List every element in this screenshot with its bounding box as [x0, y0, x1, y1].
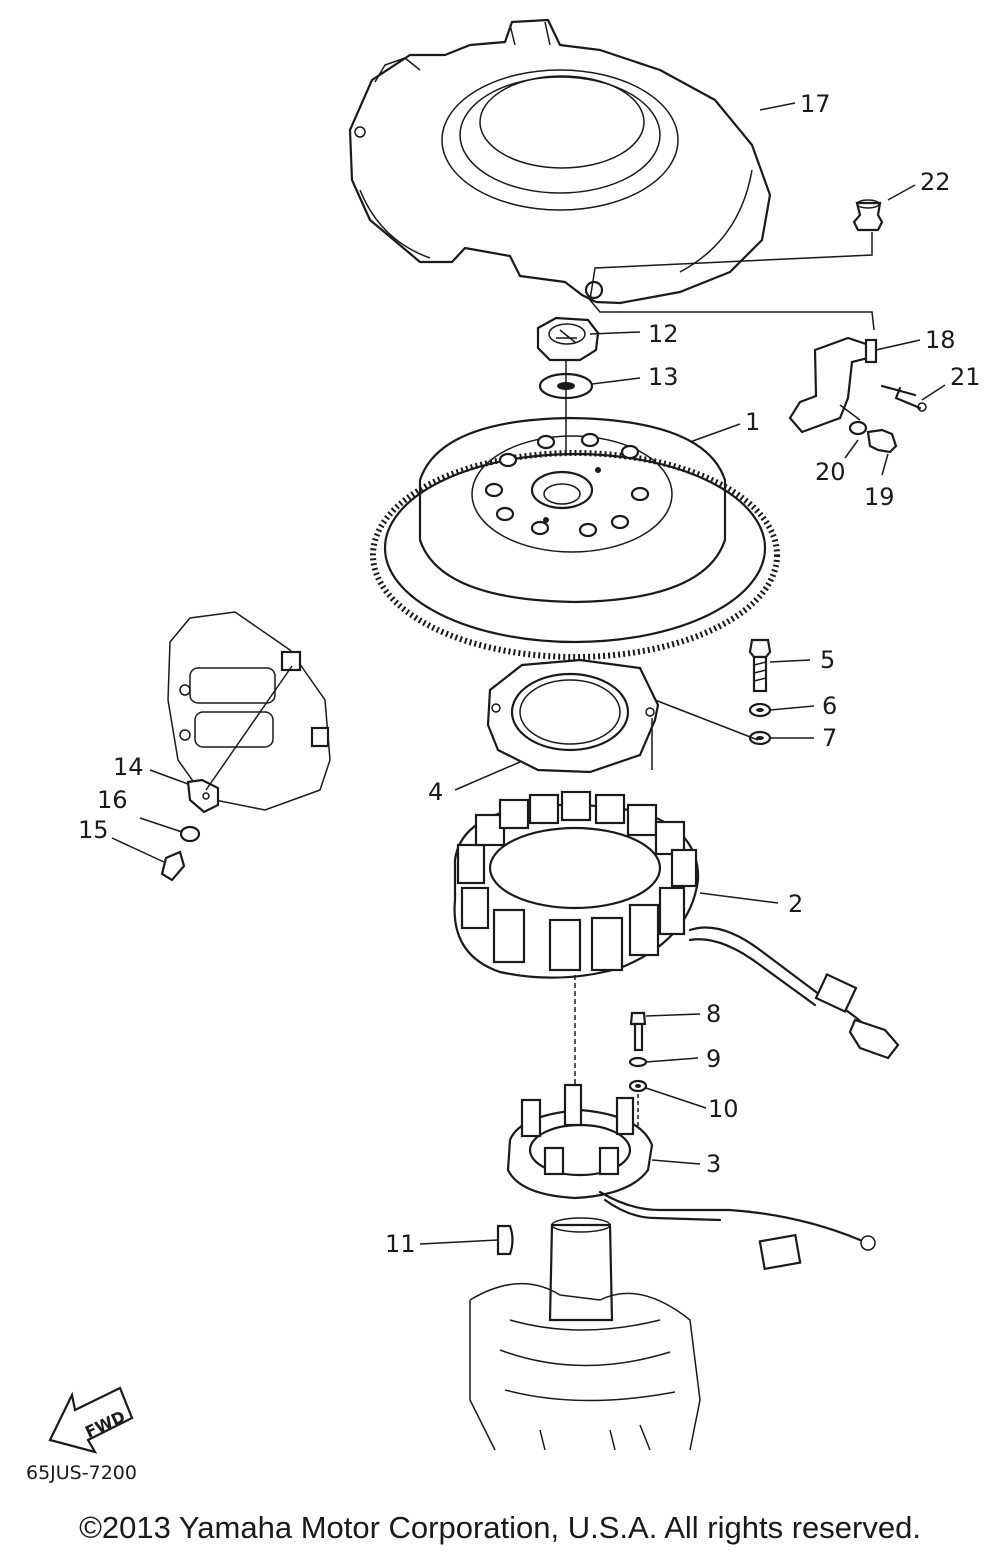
copyright-notice: ©2013 Yamaha Motor Corporation, U.S.A. A…: [79, 1510, 921, 1545]
grommet: [589, 199, 884, 331]
washer-6: [748, 702, 772, 718]
callout-22: 22: [920, 168, 951, 196]
callout-13: 13: [648, 363, 679, 391]
key: [496, 1224, 514, 1256]
callout-11: 11: [385, 1230, 416, 1258]
callout-8: 8: [706, 1000, 721, 1028]
callout-20: 20: [815, 458, 846, 486]
leader-bolt: [654, 699, 759, 741]
callout-10: 10: [708, 1095, 739, 1123]
washer-7: [748, 730, 772, 746]
leader-lines: [111, 102, 946, 1245]
callout-15: 15: [78, 816, 109, 844]
flywheel-nut: [536, 316, 600, 362]
callout-9: 9: [706, 1045, 721, 1073]
stator-plate: [486, 658, 660, 774]
callout-2: 2: [788, 890, 803, 918]
engine-block: [469, 1217, 701, 1451]
clamp-14: [186, 665, 293, 814]
washer-16: [179, 825, 201, 843]
flywheel: [370, 416, 780, 660]
diagram-code: 65JUS-7200: [26, 1462, 137, 1484]
callout-labels: 17 22 12 13 1 18 21 20 19 5 6 7 4 2 8 9 …: [78, 90, 981, 1258]
washer-9: [628, 1056, 648, 1068]
bracket-assembly: [788, 336, 927, 454]
callout-5: 5: [820, 646, 835, 674]
electrical-bracket-panel: [167, 611, 331, 811]
bolt-15: [160, 850, 186, 882]
callout-16: 16: [97, 786, 128, 814]
callout-7: 7: [822, 724, 837, 752]
callout-6: 6: [822, 692, 837, 720]
fwd-arrow-icon: FWD: [48, 1386, 134, 1454]
callout-3: 3: [706, 1150, 721, 1178]
stator-coil: [453, 790, 900, 1060]
screw-8: [629, 1011, 647, 1052]
flywheel-cover: [348, 18, 772, 305]
callout-4: 4: [428, 778, 443, 806]
washer-10: [628, 1079, 648, 1093]
callout-14: 14: [113, 753, 144, 781]
callout-18: 18: [925, 326, 956, 354]
pulser-coil: [506, 1083, 876, 1271]
callout-1: 1: [745, 408, 760, 436]
callout-17: 17: [800, 90, 831, 118]
callout-21: 21: [950, 363, 981, 391]
bolt-5: [748, 638, 772, 693]
callout-12: 12: [648, 320, 679, 348]
callout-19: 19: [864, 483, 895, 511]
